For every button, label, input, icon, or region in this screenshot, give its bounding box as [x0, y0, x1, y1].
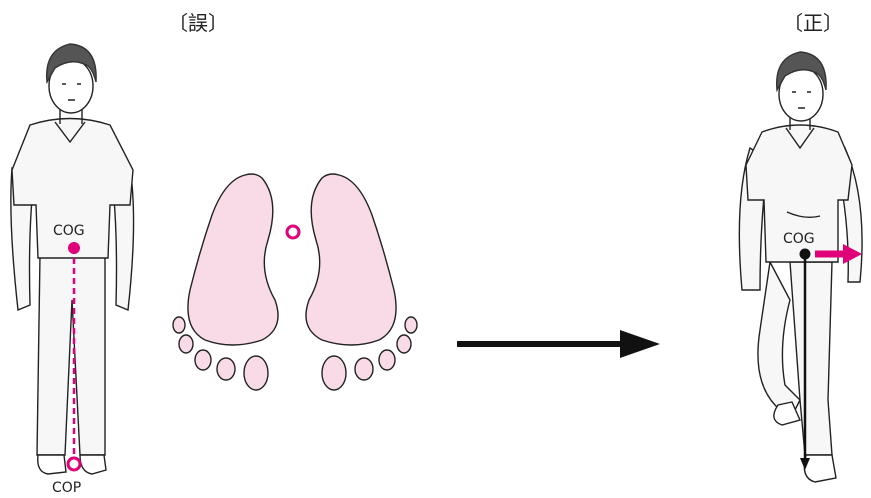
left-toe-1	[244, 356, 268, 390]
left-toe-3	[195, 350, 211, 370]
right-toe-1	[322, 356, 346, 390]
cog-label-left: COG	[53, 223, 85, 239]
cog-label-right: COG	[783, 231, 815, 247]
cop-circle-left	[68, 458, 80, 470]
right-foot-sole	[306, 174, 396, 345]
left-toe-5	[173, 317, 185, 333]
header-wrong: 〔誤〕	[168, 11, 228, 35]
cog-dot-right	[800, 249, 811, 260]
transition-arrow	[457, 330, 660, 358]
right-toe-4	[397, 335, 411, 353]
left-toe-2	[217, 358, 235, 380]
right-toe-3	[379, 350, 395, 370]
header-correct: 〔正〕	[783, 11, 843, 35]
left-toe-4	[179, 335, 193, 353]
standing-figure	[11, 44, 134, 474]
walking-figure	[739, 52, 862, 482]
footprints	[173, 174, 417, 390]
cop-circle-footprints	[287, 226, 299, 238]
cop-label-left: COP	[52, 480, 81, 496]
right-toe-2	[355, 358, 373, 380]
cog-dot-left	[68, 242, 80, 254]
right-toe-5	[405, 317, 417, 333]
left-foot-sole	[188, 174, 278, 345]
